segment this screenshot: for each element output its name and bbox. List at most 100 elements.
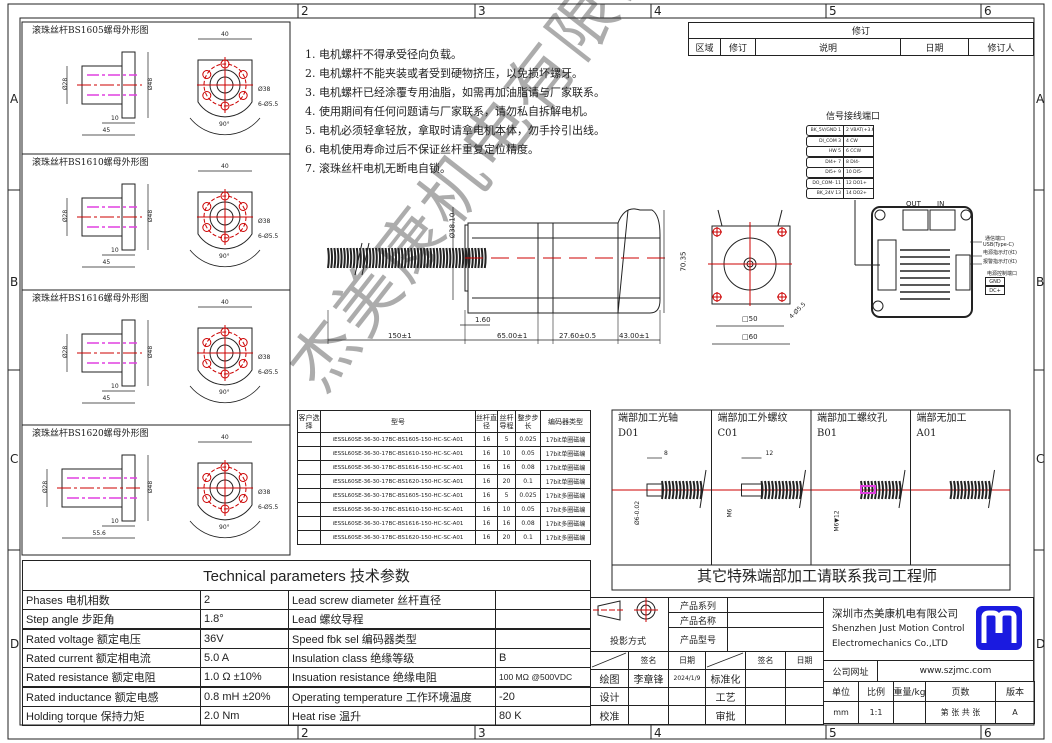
usb-label: 通信端口 [985, 236, 1006, 242]
bolt-hole [202, 473, 212, 482]
nut-angle-dim: 90° [219, 253, 230, 260]
end-type-code: B01 [817, 428, 838, 439]
model-table-cell: 0.05 [515, 446, 541, 461]
sign-cell [745, 705, 786, 725]
nut-angle-dim: 90° [219, 524, 230, 531]
customer-select-cell[interactable] [297, 502, 321, 517]
model-table-cell: 10 [497, 446, 516, 461]
customer-select-cell[interactable] [297, 530, 321, 545]
tech-cell [495, 609, 591, 630]
sign-sign: 签名 [628, 651, 669, 670]
end-dia-dim: Ø6-0.02 [634, 500, 642, 526]
model-table-header: 丝杆导程 [497, 410, 516, 433]
slash [706, 652, 744, 668]
website-value: www.szjmc.com [877, 660, 1034, 682]
revision-title: 修订 [688, 22, 1034, 39]
customer-select-cell[interactable] [297, 460, 321, 475]
lead-screw-end [949, 480, 991, 500]
sign-cell [785, 705, 824, 725]
tech-cell: Speed fbk sel 编码器类型 [288, 628, 496, 649]
tech-cell: Insuation resistance 绝缘电阻 [288, 667, 496, 688]
in-port-label: IN [937, 200, 945, 208]
cable [777, 209, 783, 227]
sign-approve: 审批 [705, 705, 746, 725]
dim-screw: 150±1 [388, 332, 412, 340]
tech-cell: Rated voltage 额定电压 [22, 628, 201, 649]
tech-title: Technical parameters 技术参数 [22, 560, 591, 591]
tech-cell: 2.0 Nm [200, 705, 289, 726]
tech-cell: Insulation class 绝缘等级 [288, 647, 496, 668]
power-connector [955, 254, 971, 291]
sign-cell [590, 651, 629, 670]
nut-panel-title: 滚珠丝杆BS1605螺母外形图 [32, 26, 149, 36]
bolt-hole [220, 327, 230, 337]
signal-connector [877, 239, 897, 291]
break-mark [988, 469, 995, 509]
bolt-hole [202, 202, 212, 211]
end-dia-dim: M6▼12 [833, 510, 841, 532]
pin-label-right: 10 DI5- [843, 167, 874, 178]
product-model-label: 产品型号 [668, 627, 728, 652]
product-name-label: 产品名称 [668, 612, 728, 628]
row-label: A [10, 92, 19, 106]
nut-panel-title: 滚珠丝杆BS1620螺母外形图 [32, 429, 149, 439]
column-label: 4 [654, 726, 662, 740]
row-label: A [1036, 92, 1045, 106]
end-dia-dim: M6 [726, 508, 733, 518]
sign-cell [628, 705, 669, 725]
pin-label-left: HW 5 [806, 146, 844, 157]
tech-cell: Lead 螺纹导程 [288, 609, 496, 630]
model-table-cell: 16 [475, 474, 498, 489]
bolt-hole [220, 504, 230, 514]
pin-label-left: DI5+ 9 [806, 167, 844, 178]
notes: 1. 电机螺杆不得承受径向负载。2. 电机螺杆不能夹装或者受到硬物挤压，以免损坏… [305, 45, 605, 178]
break-mark [799, 469, 806, 509]
tech-cell: 1.0 Ω ±10% [200, 667, 289, 688]
customer-select-cell[interactable] [297, 488, 321, 503]
bolt-hole [220, 59, 230, 69]
cable [717, 209, 723, 227]
outer-frame [7, 3, 1045, 740]
row-label: C [10, 452, 19, 466]
tech-cell: Rated resistance 额定电阻 [22, 667, 201, 688]
sign-check: 校准 [590, 705, 629, 725]
unit-header: 比例 [858, 681, 894, 702]
company-name-en1: Shenzhen Just Motion Control [832, 623, 965, 634]
projection-label: 投影方式 [610, 637, 647, 647]
customer-select-cell[interactable] [297, 432, 321, 447]
nut-front-outline [197, 462, 253, 521]
bolt-hole [202, 359, 212, 368]
model-table-cell: 10 [497, 502, 516, 517]
model-table-cell: iESSL60SE-36-30-17BC-BS1605-150-HC-SC-A0… [320, 432, 476, 447]
model-table-cell: 0.1 [515, 530, 541, 545]
lead-screw [327, 247, 487, 269]
model-table-cell: iESSL60SE-36-30-17BC-BS1616-150-HC-SC-A0… [320, 460, 476, 475]
dim-sq50: □50 [742, 315, 758, 323]
tech-cell: Lead screw diameter 丝杆直径 [288, 590, 496, 610]
sign-cell [705, 651, 746, 670]
sign-cell [745, 669, 786, 688]
model-table-cell: 17bit多圈磁编 [540, 516, 591, 531]
bolt-hole [238, 338, 248, 347]
model-table-header: 编码器类型 [540, 410, 591, 433]
sign-cell [628, 687, 669, 706]
model-table-cell: 16 [475, 432, 498, 447]
nut-front-outline [197, 191, 253, 250]
column-label: 3 [478, 4, 486, 18]
nut-pcd-dim: Ø38 [258, 354, 271, 361]
customer-select-cell[interactable] [297, 474, 321, 489]
alarm-led-label: 报警指示灯(红) [983, 259, 1017, 265]
customer-select-cell[interactable] [297, 446, 321, 461]
customer-select-cell[interactable] [297, 516, 321, 531]
unit-value: 1:1 [858, 701, 894, 724]
thread-hole [860, 485, 876, 494]
driver-housing [617, 208, 661, 314]
model-table-cell: 16 [475, 502, 498, 517]
company-logo-icon [976, 606, 1022, 650]
tech-cell: Rated current 额定相电流 [22, 647, 201, 668]
product-series-label: 产品系列 [668, 597, 728, 613]
nut-holes-dim: 6-Ø5.5 [258, 369, 279, 376]
bolt-hole [238, 473, 248, 482]
nut-flange-dim: 10 [111, 383, 119, 390]
